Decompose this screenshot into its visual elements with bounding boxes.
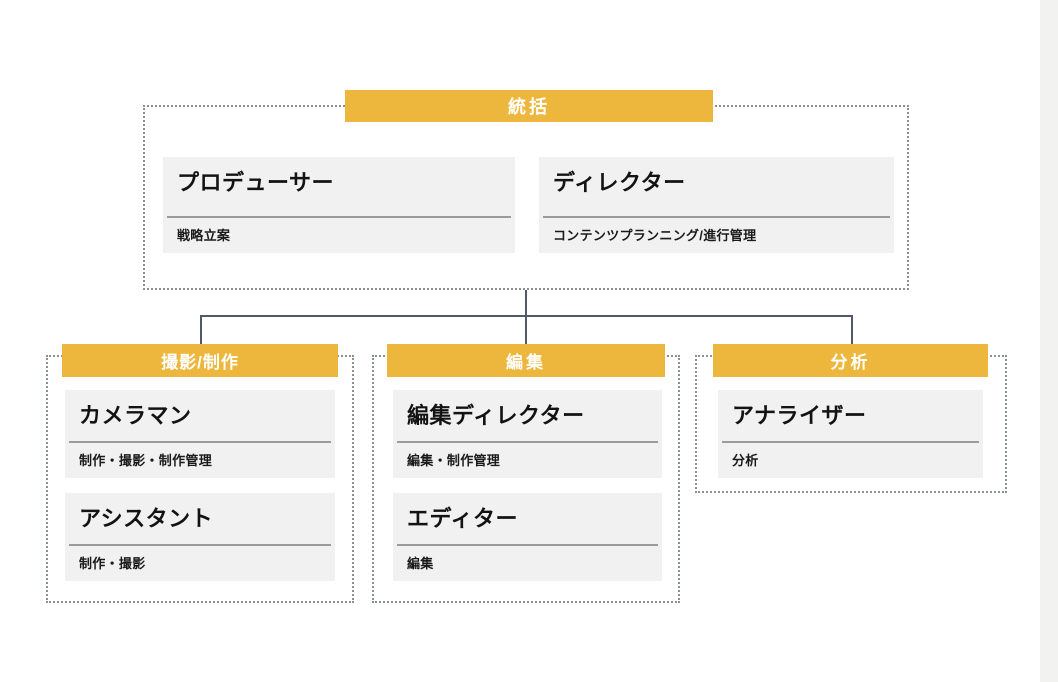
card-divider [722, 441, 979, 443]
card-divider [69, 441, 331, 443]
role-title: ディレクター [553, 170, 686, 195]
role-duties: 編集・制作管理 [407, 453, 501, 468]
card-divider [69, 544, 331, 546]
connector-drop-analysis [851, 315, 853, 344]
role-card-editing-director: 編集ディレクター 編集・制作管理 [393, 390, 662, 478]
role-title: アシスタント [79, 506, 214, 531]
group-header-analysis: 分析 [713, 344, 988, 377]
role-card-editor: エディター 編集 [393, 493, 662, 581]
connector-root-vertical [525, 290, 527, 344]
role-card-producer: プロデューサー 戦略立案 [163, 157, 515, 253]
role-card-assistant: アシスタント 制作・撮影 [65, 493, 335, 581]
group-header-root: 統括 [345, 90, 713, 122]
role-title: アナライザー [732, 403, 867, 428]
role-card-analyzer: アナライザー 分析 [718, 390, 983, 478]
role-duties: 制作・撮影 [79, 556, 146, 571]
card-divider [397, 544, 658, 546]
group-header-shooting: 撮影/制作 [62, 344, 338, 377]
role-title: エディター [407, 506, 518, 531]
role-title: プロデューサー [177, 170, 335, 195]
card-divider [543, 216, 890, 218]
card-divider [397, 441, 658, 443]
role-duties: 編集 [407, 556, 434, 571]
group-header-editing: 編集 [387, 344, 665, 377]
role-title: 編集ディレクター [407, 403, 585, 428]
connector-drop-shooting [200, 315, 202, 344]
card-divider [167, 216, 511, 218]
role-card-director: ディレクター コンテンツプランニング/進行管理 [539, 157, 894, 253]
role-card-cameraman: カメラマン 制作・撮影・制作管理 [65, 390, 335, 478]
role-duties: コンテンツプランニング/進行管理 [553, 228, 757, 243]
page-edge-strip [1040, 0, 1058, 682]
role-duties: 分析 [732, 453, 759, 468]
role-duties: 制作・撮影・制作管理 [79, 453, 213, 468]
role-title: カメラマン [79, 403, 192, 428]
connector-horizontal [200, 315, 853, 317]
role-duties: 戦略立案 [177, 228, 231, 243]
